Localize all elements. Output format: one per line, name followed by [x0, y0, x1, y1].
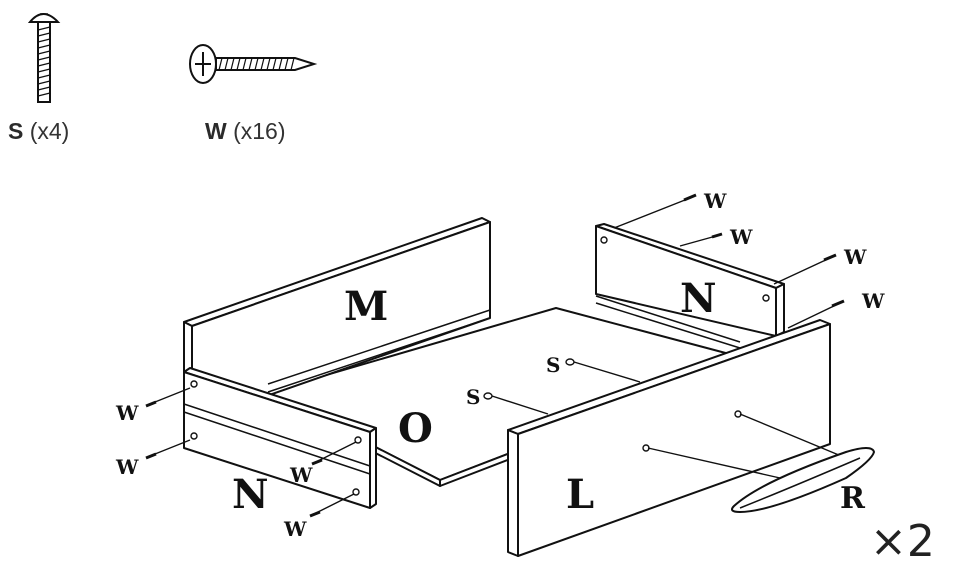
screw-s-letter: S [8, 118, 24, 144]
label-n-back: N [680, 275, 717, 322]
label-m: M [344, 283, 388, 330]
handle-r [647, 413, 876, 514]
screw-s-insert-2 [483, 392, 549, 415]
label-o: O [398, 405, 433, 452]
quantity-label: ×2 [870, 516, 935, 567]
tag-w-top-4: W [861, 289, 885, 313]
screw-w-legend: W (x16) [205, 118, 286, 145]
screw-s-qty: (x4) [29, 118, 70, 144]
machine-screw-icon [27, 13, 61, 103]
label-l: L [566, 471, 594, 518]
tag-s-2: S [466, 385, 480, 409]
panel-l [507, 319, 831, 557]
tag-w-left-2: W [115, 455, 139, 479]
screw-w-insert-top [613, 193, 845, 329]
label-r: R [840, 481, 866, 516]
tag-s-1: S [546, 353, 560, 377]
tag-w-top-1: W [703, 189, 727, 213]
tag-w-left-3: W [289, 463, 313, 487]
panel-n-front [183, 367, 377, 509]
screw-w-insert-left [145, 387, 357, 518]
screw-w-letter: W [205, 118, 227, 144]
panel-n-back [595, 223, 785, 349]
screw-w-qty: (x16) [233, 118, 286, 144]
tag-w-left-1: W [115, 401, 139, 425]
screw-s-insert-1 [565, 358, 641, 383]
tag-w-left-4: W [283, 517, 307, 541]
wood-screw-icon [189, 44, 318, 84]
screw-s-legend: S (x4) [8, 118, 69, 145]
tag-w-top-3: W [843, 245, 867, 269]
tag-w-top-2: W [729, 225, 753, 249]
label-n-front: N [232, 471, 269, 518]
